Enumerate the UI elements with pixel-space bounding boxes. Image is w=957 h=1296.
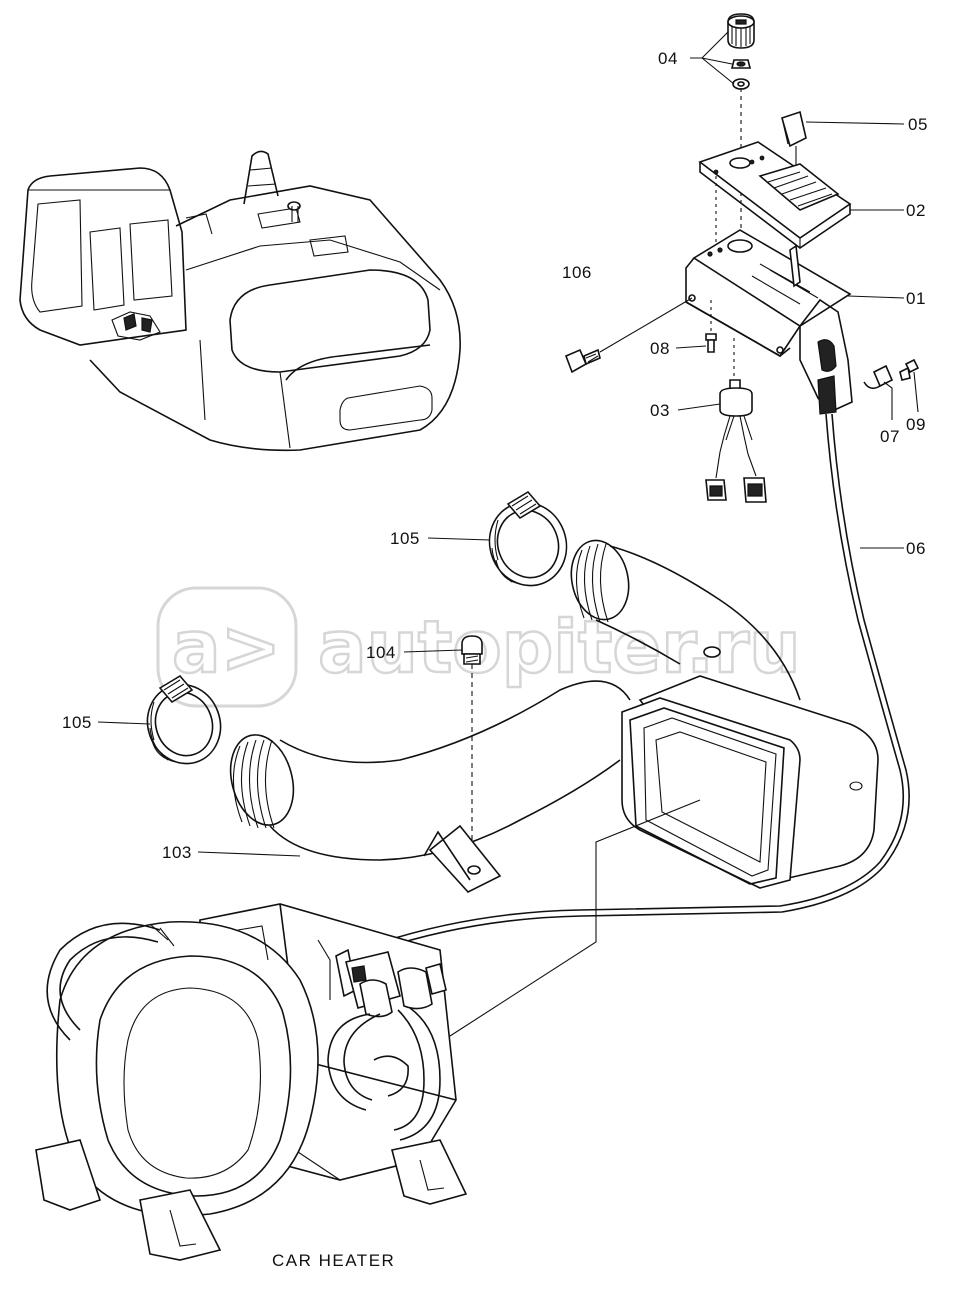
watermark-text: autopiter.ru bbox=[318, 605, 801, 689]
watermark-logo-icon: a> bbox=[172, 605, 281, 689]
part-label-02: 02 bbox=[906, 201, 926, 220]
diagram-caption: CAR HEATER bbox=[272, 1251, 395, 1270]
part-label-08: 08 bbox=[650, 339, 670, 358]
part-label-06: 06 bbox=[906, 539, 926, 558]
part-label-103: 103 bbox=[162, 843, 192, 862]
part-label-07: 07 bbox=[880, 427, 900, 446]
air-duct-assembly bbox=[229, 539, 879, 1037]
part-label-03: 03 bbox=[650, 401, 670, 420]
part-label-105-upper: 105 bbox=[390, 529, 420, 548]
watermark-logo-box bbox=[156, 586, 298, 708]
part-label-106: 106 bbox=[562, 263, 592, 282]
watermark: a> autopiter.ru bbox=[156, 586, 802, 708]
heater-unit bbox=[35, 903, 468, 1261]
part-label-04: 04 bbox=[658, 49, 678, 68]
part-label-09: 09 bbox=[906, 415, 926, 434]
part-label-05: 05 bbox=[908, 115, 928, 134]
part-labels: 04 05 02 106 01 08 03 07 09 06 105 104 1… bbox=[62, 49, 928, 862]
excavator-illustration bbox=[19, 150, 461, 452]
part-label-104: 104 bbox=[366, 643, 396, 662]
part-label-105-lower: 105 bbox=[62, 713, 92, 732]
hose-clamp-upper bbox=[488, 490, 568, 587]
leader-lines bbox=[97, 31, 919, 857]
part-label-01: 01 bbox=[906, 289, 926, 308]
hose-clamp-lower bbox=[146, 674, 222, 765]
